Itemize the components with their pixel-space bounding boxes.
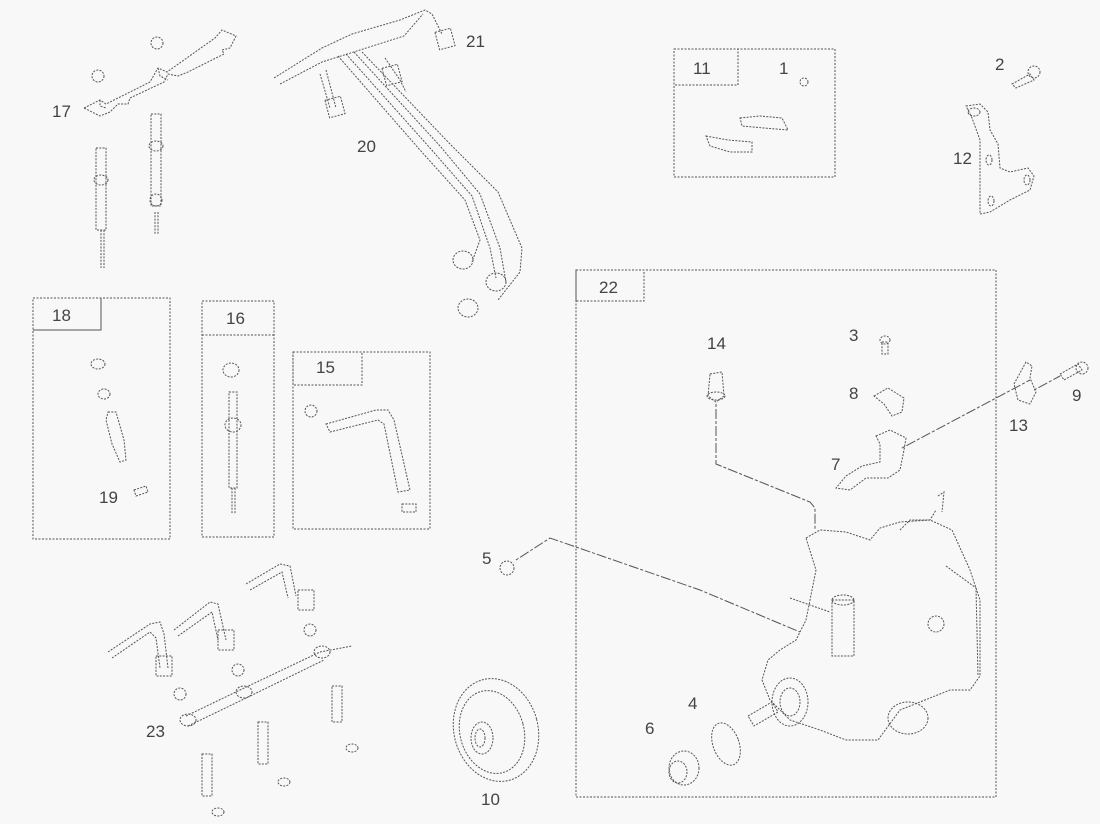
callout-20[interactable]: 20 [357, 137, 376, 156]
part-9-bolt[interactable] [1033, 361, 1089, 391]
part-8-clamp[interactable] [873, 387, 905, 417]
part-2-bolt[interactable] [1011, 65, 1041, 89]
group-box-15 [292, 351, 431, 530]
callout-3[interactable]: 3 [849, 326, 858, 345]
part-5-plug[interactable] [499, 537, 801, 633]
callout-5[interactable]: 5 [482, 549, 491, 568]
callout-2[interactable]: 2 [995, 55, 1004, 74]
part-4-o-ring[interactable] [706, 719, 745, 769]
callout-13[interactable]: 13 [1009, 416, 1028, 435]
callout-21[interactable]: 21 [466, 32, 485, 51]
part-17-glow-plug-bracket[interactable] [82, 29, 237, 117]
part-7-bracket[interactable] [835, 379, 1031, 491]
pump-body[interactable] [747, 490, 981, 741]
part-15-leak-off-pipe[interactable] [304, 404, 417, 513]
group-box-22 [575, 269, 997, 798]
part-10-drive-gear[interactable] [442, 669, 550, 791]
part-3-screw[interactable] [879, 335, 891, 355]
part-23-leak-off-set[interactable] [107, 563, 359, 817]
callout-8[interactable]: 8 [849, 384, 858, 403]
callout-15[interactable]: 15 [316, 358, 335, 377]
group-box-18 [32, 297, 171, 540]
callout-10[interactable]: 10 [481, 790, 500, 809]
callout-18[interactable]: 18 [52, 306, 71, 325]
callout-4[interactable]: 4 [688, 694, 697, 713]
callout-17[interactable]: 17 [52, 102, 71, 121]
callout-22[interactable]: 22 [599, 278, 618, 297]
part-19-seal[interactable] [133, 485, 149, 497]
callout-7[interactable]: 7 [831, 455, 840, 474]
group-box-11 [673, 48, 836, 178]
callout-14[interactable]: 14 [707, 334, 726, 353]
part-14-sensor[interactable] [706, 371, 816, 530]
glow-plug-right[interactable] [148, 113, 164, 234]
callout-19[interactable]: 19 [99, 488, 118, 507]
part-18-injector-kit[interactable] [90, 358, 127, 463]
part-20-injection-pipes[interactable] [273, 9, 523, 318]
part-16-glow-plug[interactable] [222, 362, 242, 514]
part-13-bracket[interactable] [1013, 361, 1037, 405]
callout-16[interactable]: 16 [226, 309, 245, 328]
group-box-16 [201, 300, 275, 538]
callout-11[interactable]: 11 [693, 59, 711, 78]
part-1-nut[interactable] [799, 77, 809, 87]
callout-1[interactable]: 1 [779, 59, 788, 78]
callout-12[interactable]: 12 [953, 149, 972, 168]
callout-6[interactable]: 6 [645, 719, 654, 738]
part-6-nut[interactable] [668, 750, 700, 786]
glow-plug-left[interactable] [93, 147, 109, 268]
callout-9[interactable]: 9 [1072, 386, 1081, 405]
part-12-bracket[interactable] [965, 103, 1035, 215]
part-11-clips[interactable] [705, 115, 789, 153]
callout-23[interactable]: 23 [146, 722, 165, 741]
